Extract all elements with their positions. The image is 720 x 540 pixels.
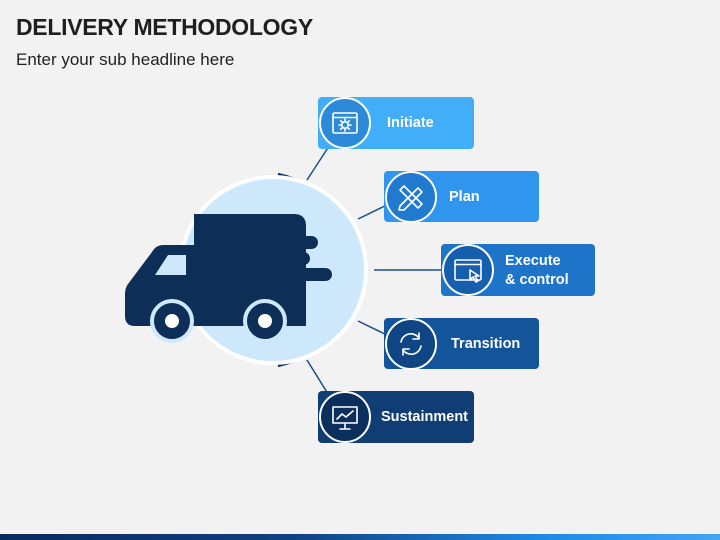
step-4 (384, 318, 539, 370)
truck-window (155, 255, 186, 275)
step-icon-circle (442, 244, 494, 296)
step-icon-circle (385, 171, 437, 223)
pencil-ruler-icon (398, 185, 423, 211)
page-title: DELIVERY METHODOLOGY (16, 14, 313, 40)
step-5 (318, 391, 474, 443)
refresh-cycle-icon (400, 332, 422, 356)
bottom-accent-bar (0, 534, 720, 540)
page-subtitle: Enter your sub headline here (16, 50, 235, 69)
settings-window-icon (332, 112, 358, 134)
step-2 (384, 171, 539, 223)
cursor-window-icon (454, 259, 482, 283)
step-icon-circle (319, 97, 371, 149)
steps-layer (318, 97, 595, 443)
step-icon-circle (385, 318, 437, 370)
presentation-chart-icon (332, 406, 358, 430)
truck-wheels (150, 299, 287, 343)
step-3 (441, 244, 595, 296)
step-1 (318, 97, 474, 149)
